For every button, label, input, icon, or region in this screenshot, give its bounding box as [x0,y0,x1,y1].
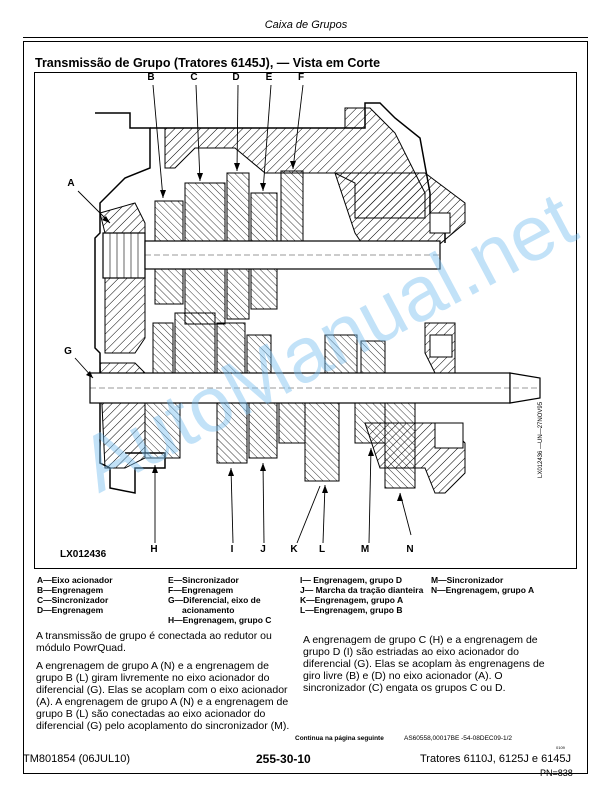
callout-f: F [297,72,305,83]
callout-l: L [318,544,326,555]
callout-j: J [260,544,266,555]
document-code: AS60558,00017BE -54-08DEC09-1/2 [404,735,513,742]
callout-a: A [67,178,75,189]
legend-item: B—Engrenagem [37,585,104,595]
legend-col-4: M—Sincronizador N—Engrenagem, grupo A [431,575,534,595]
body-left-column: A transmissão de grupo é conectada ao re… [36,630,294,738]
figure-id: LX012436 [60,549,107,560]
legend-item: C—Sincronizador [37,595,109,605]
callout-h: H [150,544,158,555]
callout-m: M [360,544,370,555]
footer-models: Tratores 6110J, 6125J e 6145J [420,753,572,765]
callout-k: K [290,544,298,555]
legend-item: K—Engrenagem, grupo A [300,595,404,605]
cutaway-figure [34,72,577,569]
callout-c: C [190,72,198,83]
header-title: Caixa de Grupos [264,19,348,31]
callout-g: G [64,346,72,357]
page-frame [23,41,588,774]
legend-item: F—Engrenagem [168,585,234,595]
legend-col-3: I— Engrenagem, grupo D J— Marcha da traç… [300,575,423,615]
legend-item: I— Engrenagem, grupo D [300,575,403,585]
callout-n: N [406,544,414,555]
document-code-small: 0109 [556,745,565,750]
top-rule [23,37,588,38]
legend-item: M—Sincronizador [431,575,504,585]
legend-col-1: A—Eixo acionador B—Engrenagem C—Sincroni… [37,575,113,615]
legend-item: E—Sincronizador [168,575,239,585]
legend-item: J— Marcha da tração dianteira [300,585,424,595]
legend-item: A—Eixo acionador [37,575,113,585]
paragraph: A engrenagem de grupo C (H) e a engrenag… [303,634,545,694]
footer-manual-id: TM801854 (06JUL10) [23,753,131,765]
legend-item: G—Diferencial, eixo de [168,595,261,605]
paragraph: A transmissão de grupo é conectada ao re… [36,630,272,654]
section-title: Transmissão de Grupo (Tratores 6145J), —… [35,56,381,70]
legend-item: acionamento [182,605,235,615]
callout-e: E [265,72,273,83]
legend-col-2: E—Sincronizador F—Engrenagem G—Diferenci… [168,575,271,625]
transmission-cutaway-drawing [74,84,541,544]
continue-note: Continua na página seguinte [295,735,384,742]
legend-item: H—Engrenagem, grupo C [168,615,272,625]
legend-item: D—Engrenagem [37,605,104,615]
footer-page-number: 255-30-10 [256,752,311,766]
callout-i: I [230,544,234,555]
footer-pn: PN=838 [540,768,573,778]
legend-item: L—Engrenagem, grupo B [300,605,403,615]
callout-d: D [232,72,240,83]
figure-side-code: LX012436 —UN—27NOV95 [538,401,544,478]
paragraph: A engrenagem de grupo A (N) e a engrenag… [36,660,290,732]
body-right-column: A engrenagem de grupo C (H) e a engrenag… [303,634,565,700]
legend-item: N—Engrenagem, grupo A [431,585,535,595]
callout-b: B [147,72,155,83]
